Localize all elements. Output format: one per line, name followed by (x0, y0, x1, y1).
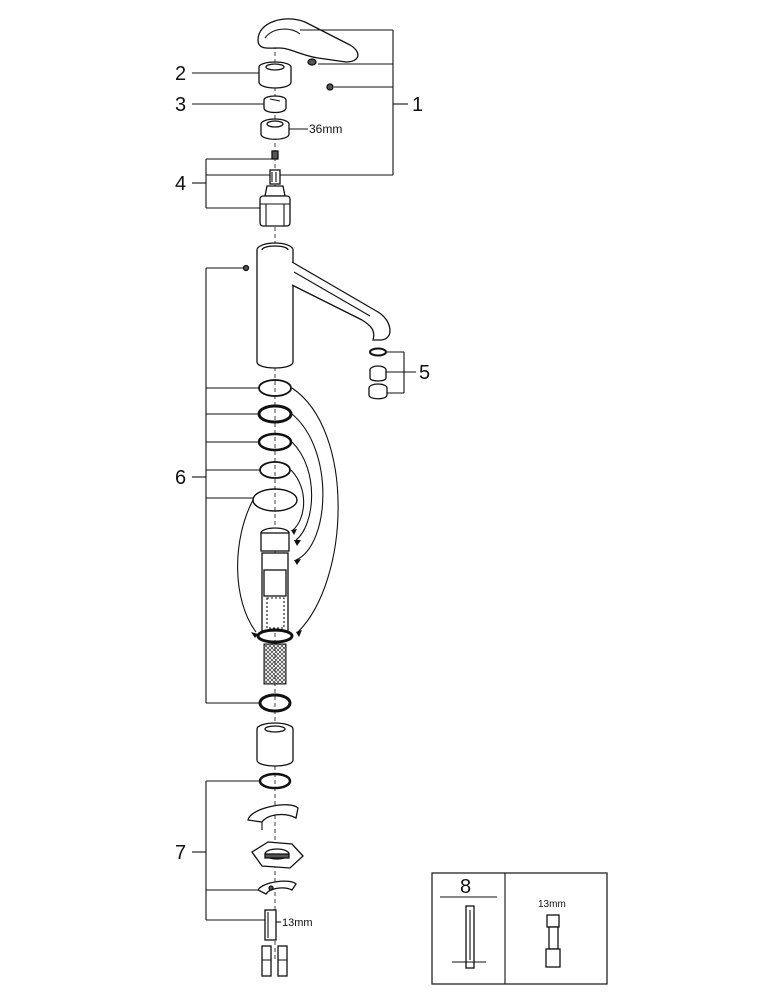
callout-4: 4 (175, 173, 186, 195)
callout-3: 3 (175, 94, 186, 116)
lever-handle (257, 18, 359, 91)
callout-8: 8 (460, 876, 471, 898)
socket-tool (545, 914, 561, 968)
aerator-parts (368, 347, 388, 400)
insert-part (263, 95, 287, 114)
callout-5: 5 (419, 362, 430, 384)
callout-1-bracket (206, 29, 408, 176)
horseshoe-washer (247, 804, 299, 830)
tool-inset (431, 872, 608, 985)
callout-6-bracket (192, 267, 260, 704)
cartridge-part (259, 150, 291, 227)
base-spacer (256, 722, 294, 767)
callout-2: 2 (175, 63, 186, 85)
nut-size-label: 36mm (309, 122, 342, 136)
faucet-body (242, 242, 391, 369)
braided-hoses (263, 643, 287, 685)
callout-1: 1 (412, 94, 423, 116)
inset-size-label: 13mm (538, 899, 566, 910)
nut-part (260, 118, 290, 140)
callout-7-bracket (192, 780, 265, 921)
callout-4-bracket (192, 158, 272, 209)
bottom-size-label: 13mm (282, 917, 313, 929)
mounting-plate (251, 841, 304, 869)
mounting-nut-bolt (261, 909, 288, 977)
callout-6: 6 (175, 467, 186, 489)
callout-5-bracket (386, 351, 416, 394)
ring-arrows (237, 387, 339, 638)
mounting-shank (256, 527, 294, 644)
small-washer (257, 880, 297, 895)
callout-7: 7 (175, 842, 186, 864)
cap-part (258, 61, 292, 89)
wrench-tool (452, 905, 486, 969)
